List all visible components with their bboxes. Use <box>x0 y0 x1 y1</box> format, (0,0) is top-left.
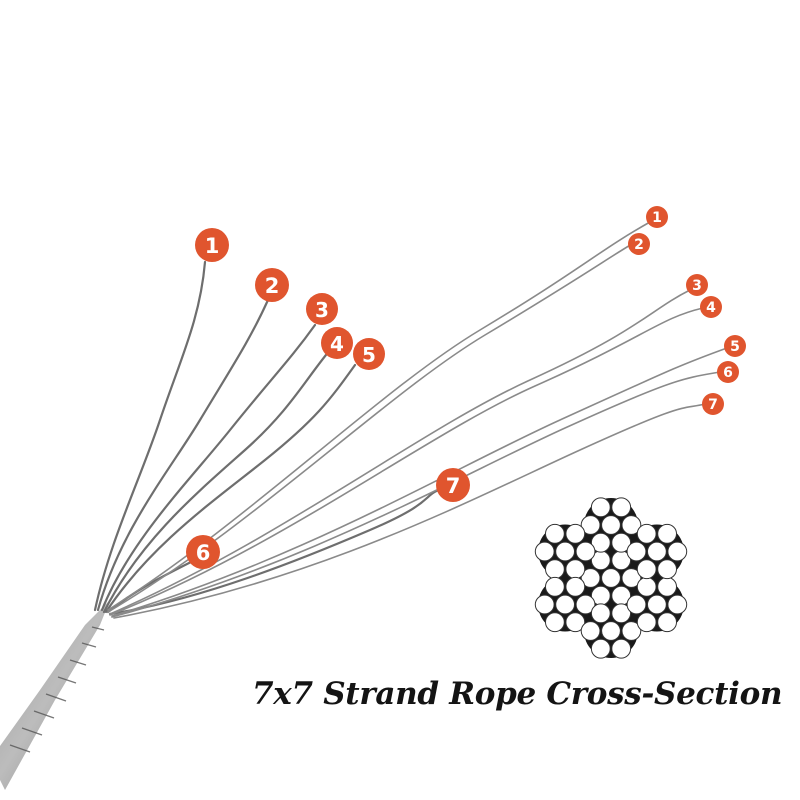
right-wires <box>107 221 728 619</box>
wire-circle <box>657 576 677 597</box>
wire-circle <box>534 594 555 615</box>
right-badge-6 <box>717 361 739 383</box>
left-label-6: 6 <box>196 541 211 565</box>
left-strand-badges: 1 2 3 4 5 6 7 <box>186 228 470 569</box>
wire-circle <box>667 541 688 562</box>
right-badge-1 <box>646 206 668 228</box>
wire-circle <box>590 603 611 624</box>
right-badge-7 <box>702 393 724 415</box>
right-label-3: 3 <box>692 278 702 294</box>
wire-circle <box>590 532 611 553</box>
wire-circle <box>621 515 642 535</box>
wire-circle <box>667 594 688 615</box>
right-label-2: 2 <box>634 237 644 253</box>
left-label-5: 5 <box>362 343 376 367</box>
left-badge-1 <box>195 228 229 262</box>
right-label-5: 5 <box>730 339 740 355</box>
wire-circle <box>611 497 632 518</box>
right-label-1: 1 <box>652 210 662 226</box>
caption-text: 7x7 Strand Rope Cross-Section <box>252 676 783 712</box>
wire-circle <box>621 568 642 588</box>
wire-circle <box>657 612 677 633</box>
wire-circle <box>565 523 586 544</box>
left-badge-7 <box>436 468 470 502</box>
left-badge-2 <box>255 268 289 302</box>
wire-circle <box>565 576 586 597</box>
wire-circle <box>565 559 586 580</box>
wire-circle <box>601 621 621 641</box>
wire-circle <box>611 603 632 624</box>
wire-circle <box>601 515 621 535</box>
left-label-4: 4 <box>330 332 344 356</box>
wire-circle <box>545 576 565 597</box>
wire-circle <box>580 568 601 588</box>
wire-circle <box>636 559 657 580</box>
right-label-6: 6 <box>723 365 733 381</box>
wire-circle <box>565 612 586 633</box>
wire-circle <box>575 541 596 562</box>
left-badge-5 <box>353 338 385 370</box>
wire-circle <box>580 621 601 641</box>
wire-circle <box>636 576 657 597</box>
left-label-2: 2 <box>265 274 280 298</box>
wire-circle <box>534 541 555 562</box>
right-badge-2 <box>628 233 650 255</box>
left-wires <box>93 260 447 616</box>
right-badge-4 <box>700 296 722 318</box>
wire-circle <box>657 559 677 580</box>
wire-circle <box>580 515 601 535</box>
left-label-3: 3 <box>315 298 329 322</box>
wire-circle <box>590 638 611 659</box>
wire-circle <box>647 541 667 562</box>
wire-circle <box>545 612 565 633</box>
wire-circle <box>626 541 647 562</box>
left-badge-3 <box>306 293 338 325</box>
wire-circle <box>626 594 647 615</box>
cross-section-diagram <box>534 497 688 659</box>
right-badge-3 <box>686 274 708 296</box>
wire-circle <box>575 594 596 615</box>
wire-circle <box>545 559 565 580</box>
left-badge-4 <box>321 327 353 359</box>
wire-circle <box>657 523 677 544</box>
wire-circle <box>601 568 621 588</box>
right-strand-badges: 1 2 3 4 5 6 7 <box>628 206 746 415</box>
wire-circle <box>621 621 642 641</box>
rope-core <box>0 600 110 790</box>
wire-circle <box>611 532 632 553</box>
wire-circle <box>555 541 575 562</box>
right-label-4: 4 <box>706 300 716 316</box>
wire-circle <box>611 638 632 659</box>
wire-circle <box>555 594 575 615</box>
wire-circle <box>636 612 657 633</box>
left-badge-6 <box>186 535 220 569</box>
wire-circle <box>636 523 657 544</box>
left-label-7: 7 <box>446 474 461 498</box>
wire-circle <box>545 523 565 544</box>
right-label-7: 7 <box>708 397 718 413</box>
wire-circle <box>647 594 667 615</box>
wire-circle <box>590 497 611 518</box>
left-label-1: 1 <box>205 234 220 258</box>
right-badge-5 <box>724 335 746 357</box>
